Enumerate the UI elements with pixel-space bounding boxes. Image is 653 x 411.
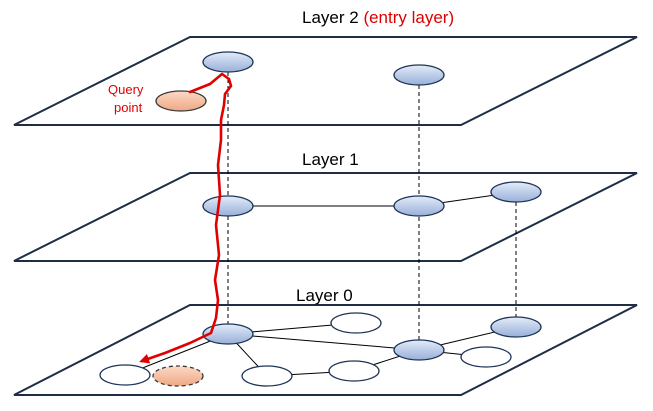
layer-0-title: Layer 0 [296,286,353,305]
layer-1-node [393,195,445,217]
entry-layer-note: (entry layer) [363,8,455,27]
query-label-line-1: Query [108,82,144,97]
query-point-node [155,90,207,112]
layer-0-node [490,316,542,338]
layer-0-node [460,346,512,368]
layer-1-node [202,195,254,217]
query-label-line-2: point [114,100,143,115]
layer-2-node [393,64,445,86]
layer-0-node [393,339,445,361]
layer-1-node [490,181,542,203]
layer-0-node [330,312,382,334]
layer-2-label: Layer 2 [302,8,359,27]
layer-0-node [241,365,293,387]
layer-0-edge [227,333,420,351]
layer-1-plane [13,172,638,262]
layer-2-title: Layer 2 (entry layer) [302,8,454,28]
layer-1-title: Layer 1 [302,150,359,169]
search-path [139,72,233,364]
query-point-projection-node [152,365,204,387]
layer-0-node [328,360,380,382]
layer-0-node [202,323,254,345]
layer-0-node [99,364,151,386]
layer-2-node [202,51,254,73]
